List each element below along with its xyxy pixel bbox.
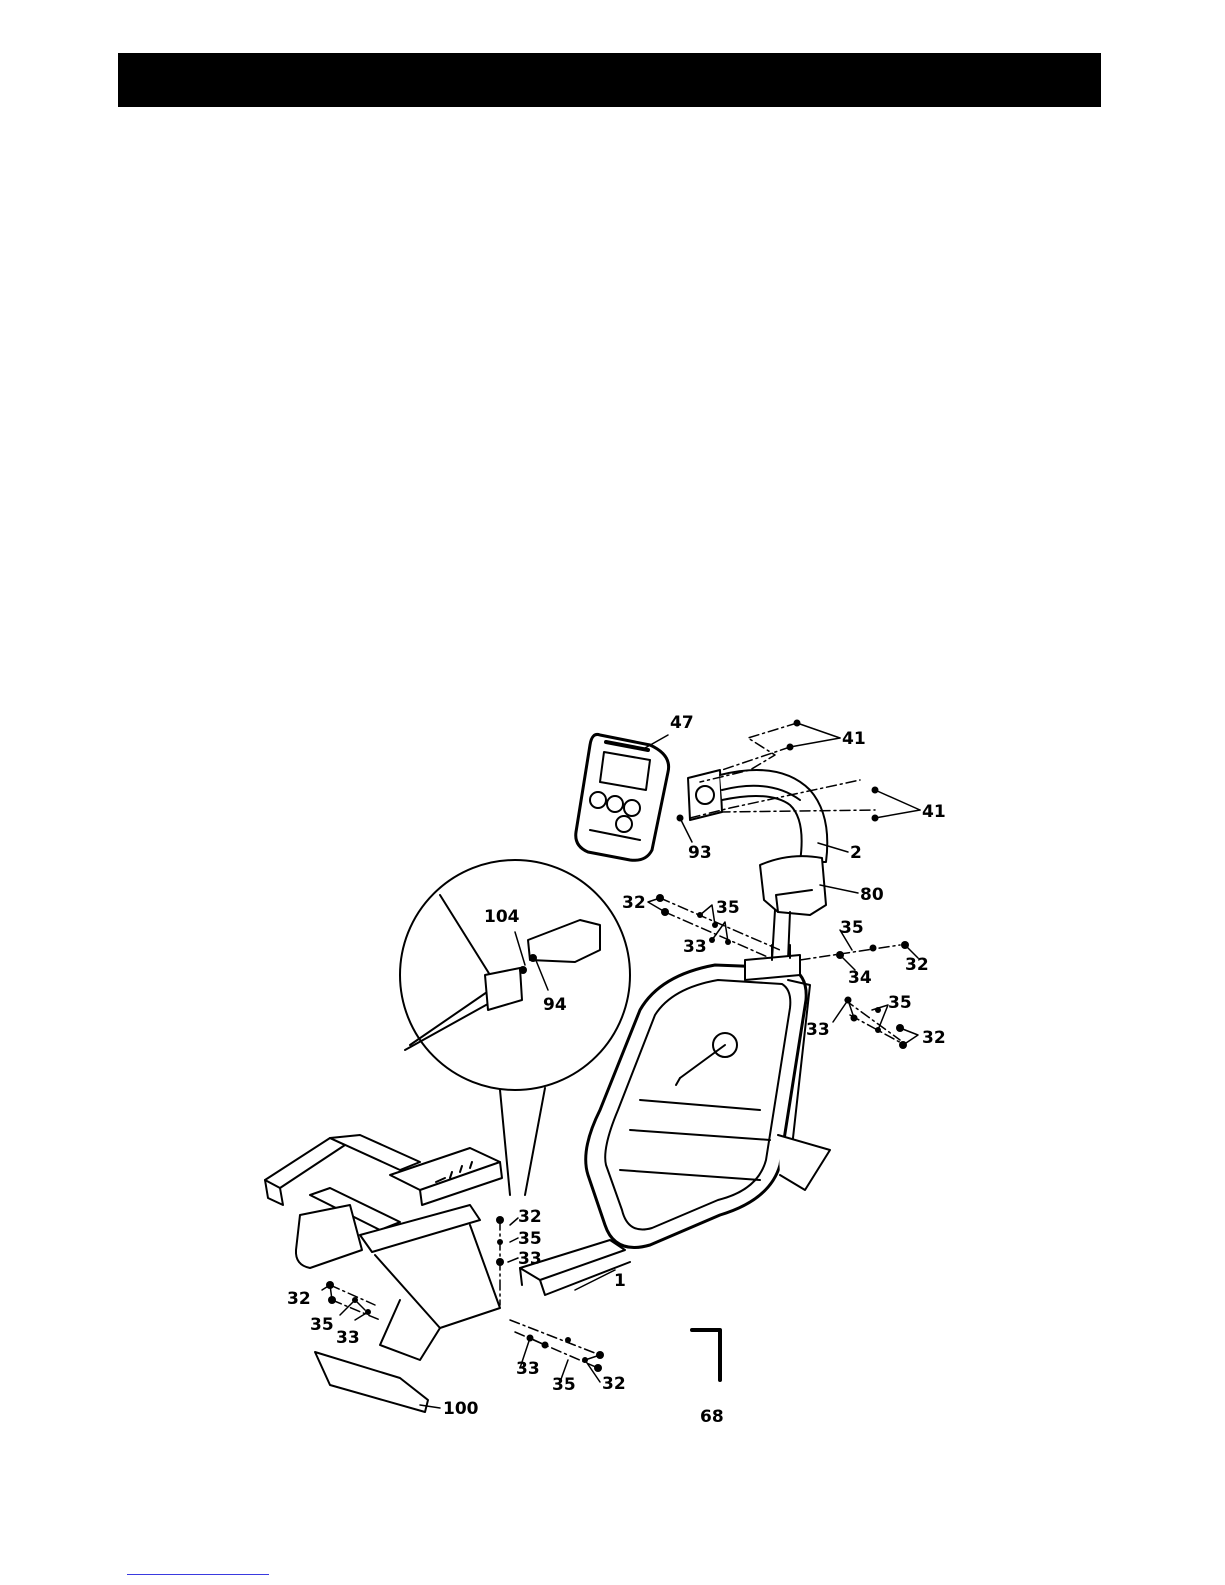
cover-part-80 [760, 856, 826, 960]
part-label-33-bottom: 33 [516, 1359, 540, 1379]
part-label-68: 68 [700, 1407, 724, 1427]
part-label-32-bottom: 32 [602, 1374, 626, 1394]
part-label-33-left: 33 [336, 1328, 360, 1348]
part-label-32-top-left: 32 [622, 893, 646, 913]
part-label-35-top-left: 35 [716, 898, 740, 918]
console-part-47 [576, 734, 669, 860]
part-label-35-right: 35 [840, 918, 864, 938]
part-label-41-lower: 41 [922, 802, 946, 822]
part-label-1: 1 [614, 1271, 626, 1291]
part-label-34: 34 [848, 968, 872, 988]
part-label-32-lower-right: 32 [922, 1028, 946, 1048]
part-label-93: 93 [688, 843, 712, 863]
part-label-2: 2 [850, 843, 862, 863]
part-label-100: 100 [443, 1399, 479, 1419]
part-label-33-lower-right: 33 [806, 1020, 830, 1040]
part-label-104: 104 [484, 907, 520, 927]
part-label-32-center: 32 [518, 1207, 542, 1227]
part-label-80: 80 [860, 885, 884, 905]
part-label-32-left: 32 [287, 1289, 311, 1309]
part-label-47: 47 [670, 713, 694, 733]
part-label-33-top-left: 33 [683, 937, 707, 957]
allen-key-part-68 [692, 1330, 720, 1380]
seat-rail-assembly [265, 1135, 502, 1360]
rear-stabilizer [778, 1135, 830, 1190]
part-label-35-center: 35 [518, 1229, 542, 1249]
part-label-35-lower-right: 35 [888, 993, 912, 1013]
footer-link-underline[interactable] [127, 1574, 269, 1575]
part-label-35-left: 35 [310, 1315, 334, 1335]
part-label-35-bottom: 35 [552, 1375, 576, 1395]
part-label-32-right: 32 [905, 955, 929, 975]
part-label-33-center: 33 [518, 1249, 542, 1269]
part-label-41: 41 [842, 729, 866, 749]
front-stabilizer-part-100 [315, 1352, 428, 1412]
part-label-94: 94 [543, 995, 567, 1015]
